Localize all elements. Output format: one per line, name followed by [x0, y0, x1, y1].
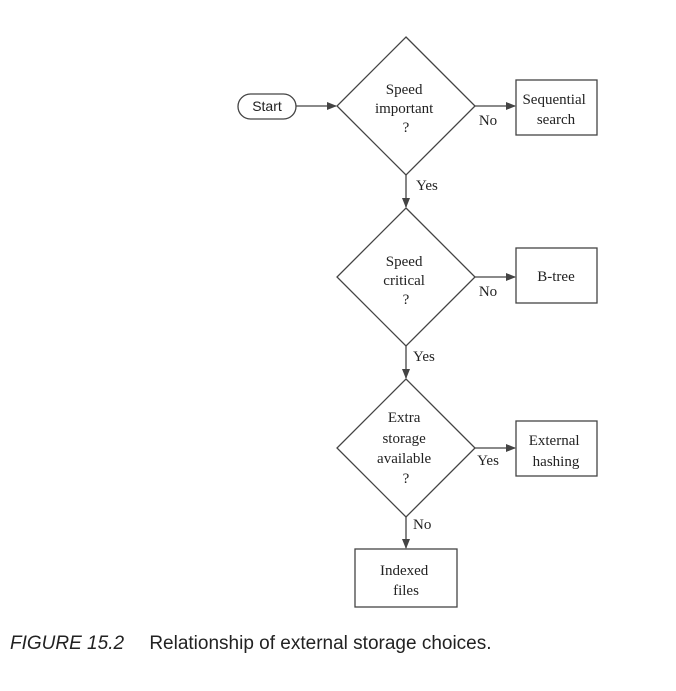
edge-speed-critical-no-label: No: [479, 284, 497, 300]
figure-caption: FIGURE 15.2 Relationship of external sto…: [10, 633, 492, 655]
figure-caption-label: FIGURE 15.2: [10, 633, 125, 654]
edge-extra-storage-yes-label: Yes: [477, 453, 499, 469]
decision-speed-critical-label: Speed critical ?: [383, 254, 428, 308]
process-sequential-search: [515, 79, 598, 136]
edge-extra-storage-no-label: No: [413, 517, 431, 533]
decision-speed-important-label: Speed important ?: [375, 82, 437, 136]
edge-speed-critical-yes-label: Yes: [413, 349, 435, 365]
edge-speed-important-no-label: No: [479, 113, 497, 129]
flowchart: Start Speed important ? No Sequential se…: [237, 36, 598, 608]
figure-caption-text: Relationship of external storage choices…: [149, 633, 492, 654]
process-external-hashing: [515, 420, 598, 477]
process-btree-label: B-tree: [537, 269, 575, 285]
process-sequential-search-label: Sequential search: [522, 92, 589, 128]
edge-speed-important-yes-label: Yes: [416, 178, 438, 194]
decision-extra-storage: [336, 378, 476, 518]
process-external-hashing-label: External hashing: [529, 433, 584, 470]
start-label: Start: [252, 98, 282, 114]
process-indexed-files: [354, 548, 458, 608]
process-btree: [515, 247, 598, 304]
decision-extra-storage-label: Extra storage available ?: [377, 410, 435, 487]
process-indexed-files-label: Indexed files: [380, 563, 432, 599]
